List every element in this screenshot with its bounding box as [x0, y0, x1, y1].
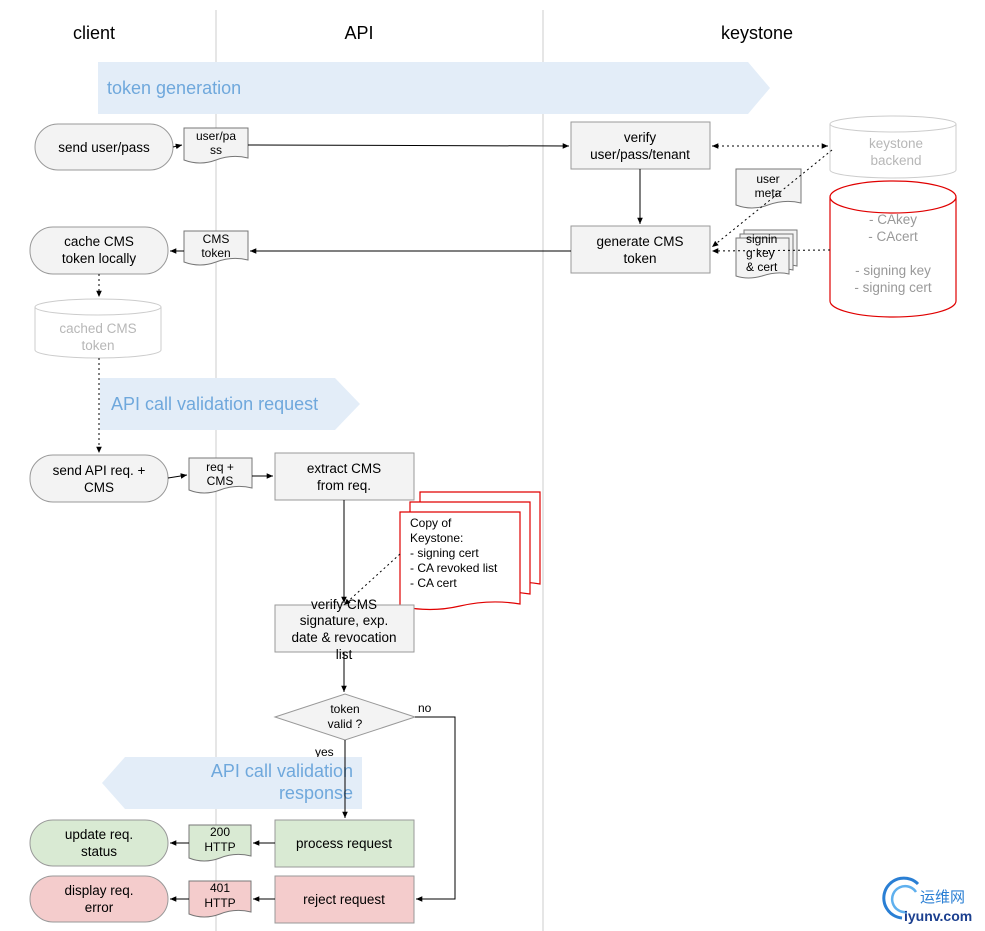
signing-doc-line2: g key	[746, 246, 775, 260]
cached-cms-token-store	[34, 298, 162, 359]
band-token-generation	[98, 62, 770, 114]
verify-line1: verify	[624, 130, 657, 145]
copy-line4: - CA revoked list	[410, 561, 498, 575]
send-api-line2: CMS	[84, 480, 114, 495]
user-meta-document	[735, 168, 802, 209]
ca-store-line4: - signing cert	[854, 280, 932, 295]
cache-line2: token locally	[62, 251, 137, 266]
req-doc-line1: req +	[206, 460, 234, 474]
keystone-backend-line1: keystone	[869, 136, 923, 151]
decision-line1: token	[330, 702, 359, 716]
process-request-label: process request	[296, 836, 392, 851]
cache-line1: cache CMS	[64, 234, 134, 249]
verify-cms-line2: signature, exp.	[300, 613, 389, 628]
signing-key-cert-documents	[735, 229, 798, 279]
ca-store-line1: - CAkey	[869, 212, 917, 227]
generate-line1: generate CMS	[596, 234, 683, 249]
generate-line2: token	[623, 251, 656, 266]
verify-cms-box	[274, 604, 415, 653]
user-pass-doc-line2: ss	[210, 143, 222, 157]
keystone-backend-line2: backend	[870, 153, 921, 168]
copy-line3: - signing cert	[410, 546, 479, 560]
band-validation-request-label: API call validation request	[111, 394, 318, 414]
user-pass-document	[183, 127, 249, 164]
connector-userpass-to-verify	[247, 143, 570, 149]
extract-line1: extract CMS	[307, 461, 381, 476]
copy-line5: - CA cert	[410, 576, 457, 590]
http401-line2: HTTP	[204, 896, 235, 910]
user-pass-doc-line1: user/pa	[196, 129, 236, 143]
iyunv-logo	[882, 876, 920, 920]
signing-doc-line3: & cert	[746, 260, 778, 274]
display-error-terminal	[29, 875, 169, 923]
no-branch-label: no	[418, 701, 432, 715]
request-cms-document	[188, 457, 253, 494]
http200-line2: HTTP	[204, 840, 235, 854]
cms-token-doc-line2: token	[201, 246, 230, 260]
decision-line2: valid ?	[328, 717, 363, 731]
cached-store-line1: cached CMS	[59, 321, 136, 336]
reject-request-label: reject request	[303, 892, 385, 907]
keystone-copy-documents	[399, 491, 541, 611]
http-200-document	[188, 824, 252, 862]
send-user-pass-label: send user/pass	[58, 140, 150, 155]
update-line2: status	[81, 844, 117, 859]
copy-line1: Copy of	[410, 516, 452, 530]
lane-header-client: client	[73, 23, 115, 43]
http200-line1: 200	[210, 825, 230, 839]
band-token-generation-label: token generation	[107, 78, 241, 98]
connector-send-to-doc	[172, 143, 183, 150]
update-line1: update req.	[65, 827, 133, 842]
connector-backend-to-generate	[711, 149, 833, 248]
verify-cms-line3: date & revocation	[291, 630, 396, 645]
yes-branch-label: yes	[315, 745, 334, 759]
logo-text-en: iyunv.com	[904, 908, 972, 924]
req-doc-line2: CMS	[207, 474, 234, 488]
reject-request-box	[274, 875, 415, 924]
copy-line2: Keystone:	[410, 531, 463, 545]
extract-cms-box	[274, 452, 415, 501]
update-status-terminal	[29, 819, 169, 867]
send-api-request-terminal	[29, 454, 169, 503]
user-meta-line1: user	[756, 172, 779, 186]
display-line2: error	[85, 900, 114, 915]
band-validation-response-line2: response	[279, 783, 353, 803]
ca-key-store	[829, 180, 957, 318]
display-line1: display req.	[64, 883, 133, 898]
band-validation-request	[100, 378, 360, 430]
cms-token-doc-line1: CMS	[203, 232, 230, 246]
band-validation-response-line1: API call validation	[211, 761, 353, 781]
send-api-line1: send API req. +	[53, 463, 146, 478]
signing-doc-line1: signin	[746, 232, 777, 246]
process-request-box	[274, 819, 415, 868]
lane-header-keystone: keystone	[721, 23, 793, 43]
lane-header-api: API	[344, 23, 373, 43]
generate-cms-token-box	[570, 225, 711, 274]
cms-token-document	[183, 230, 249, 266]
logo-text-cn: 运维网	[920, 889, 965, 906]
http401-line1: 401	[210, 881, 230, 895]
cached-store-line2: token	[81, 338, 114, 353]
ca-store-line2: - CAcert	[868, 229, 918, 244]
user-meta-line2: meta	[755, 186, 782, 200]
extract-line2: from req.	[317, 478, 371, 493]
verify-line2: user/pass/tenant	[590, 147, 690, 162]
band-validation-response	[102, 757, 362, 809]
http-401-document	[188, 880, 252, 918]
keystone-backend-store	[829, 115, 957, 179]
connector-decision-no	[415, 716, 456, 902]
ca-store-line3: - signing key	[855, 263, 931, 278]
connector-send-api-to-doc	[167, 473, 188, 479]
